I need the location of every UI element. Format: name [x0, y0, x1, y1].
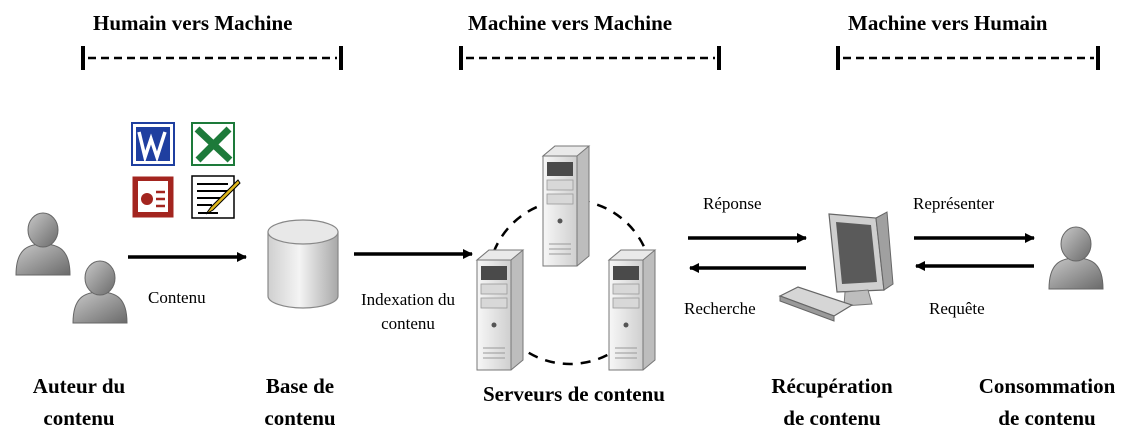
server-icon	[608, 249, 656, 371]
word-icon	[131, 122, 175, 166]
server-icon	[476, 249, 524, 371]
node-label-author: Auteur du contenu	[32, 374, 126, 430]
database-cylinder-icon	[267, 219, 339, 309]
phase-bracket-3	[836, 46, 1100, 70]
node-label-consumption: Consommation de contenu	[978, 374, 1116, 430]
edge-label-indexing: Indexation du contenu	[361, 290, 455, 333]
server-cluster	[476, 145, 656, 371]
phase-label: Machine vers Humain	[848, 11, 1048, 35]
node-label-servers: Serveurs de contenu	[483, 382, 665, 406]
powerpoint-icon	[131, 175, 175, 219]
phase-label: Machine vers Machine	[468, 11, 673, 35]
server-icon	[542, 145, 590, 267]
phase-label: Humain vers Machine	[93, 11, 293, 35]
edge-label-content: Contenu	[148, 288, 206, 307]
node-label-retrieval: Récupération de contenu	[771, 374, 893, 430]
edge-label-search: Recherche	[684, 299, 756, 318]
document-pen-icon	[191, 175, 241, 219]
edge-label-request: Requête	[929, 299, 985, 318]
edge-label-response: Réponse	[703, 194, 762, 213]
node-label-database: Base de contenu	[264, 374, 336, 430]
edge-label-represent: Représenter	[913, 194, 995, 213]
phase-bracket-1	[81, 46, 343, 70]
author-people-icon	[15, 212, 128, 324]
computer-icon	[778, 211, 894, 322]
phase-bracket-2	[459, 46, 721, 70]
excel-icon	[191, 122, 235, 166]
consumer-person-icon	[1048, 226, 1104, 290]
